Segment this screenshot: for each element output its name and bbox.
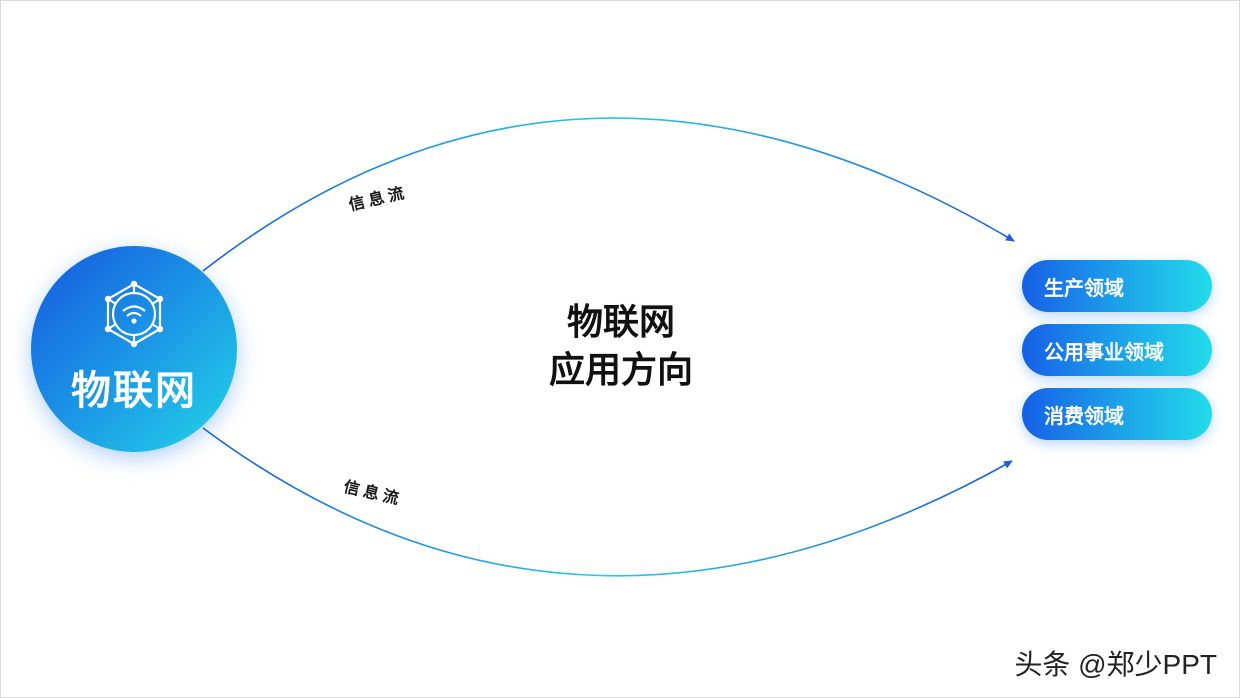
application-domain-list: 生产领域 公用事业领域 消费领域 — [1022, 260, 1212, 452]
top-flow-arrow — [202, 117, 1015, 272]
domain-pill-consumer[interactable]: 消费领域 — [1022, 388, 1212, 440]
domain-pill-production[interactable]: 生产领域 — [1022, 260, 1212, 312]
center-title-line2: 应用方向 — [548, 350, 693, 391]
center-title-line1: 物联网 — [566, 302, 675, 343]
bottom-flow-arrow — [202, 427, 1013, 577]
domain-pill-public-utilities[interactable]: 公用事业领域 — [1022, 324, 1212, 376]
iot-network-wifi-icon — [104, 280, 164, 348]
center-title: 物联网 应用方向 — [471, 299, 771, 395]
watermark: 头条 @郑少PPT — [1014, 649, 1217, 680]
hub-label: 物联网 — [71, 368, 197, 414]
iot-hub-circle[interactable]: 物联网 — [31, 246, 237, 452]
